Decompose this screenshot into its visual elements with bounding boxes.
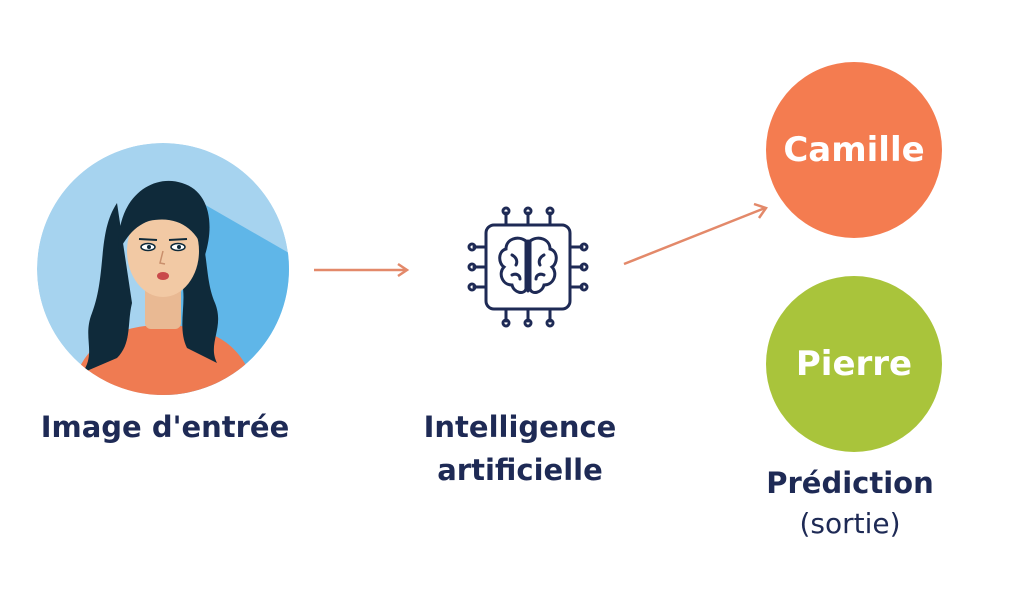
prediction-name-pierre: Pierre <box>795 344 913 384</box>
input-image-avatar <box>37 143 289 395</box>
ai-label-line2: artificielle <box>437 453 603 487</box>
prediction-label: Prédiction <box>766 466 934 500</box>
ai-label: Intelligence artificielle <box>395 406 645 492</box>
input-image-label: Image d'entrée <box>40 410 290 444</box>
arrow-input-to-ai <box>314 262 410 278</box>
prediction-sublabel: (sortie) <box>799 507 901 540</box>
arrow-ai-to-prediction <box>623 202 768 266</box>
ai-label-line1: Intelligence <box>423 410 617 444</box>
prediction-name-camille: Camille <box>783 130 925 170</box>
prediction-circle-pierre: Pierre <box>766 276 942 452</box>
brain-chip-icon <box>467 206 589 328</box>
prediction-circle-camille: Camille <box>766 62 942 238</box>
